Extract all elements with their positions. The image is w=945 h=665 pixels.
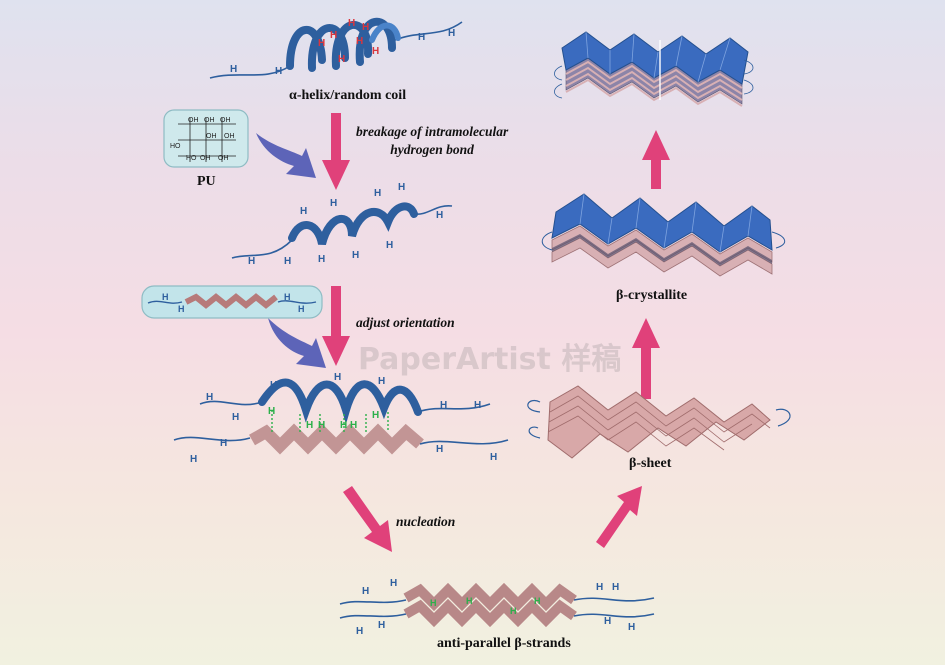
pink-arrows [322, 113, 670, 552]
svg-text:H: H [330, 30, 337, 41]
step-breakage-line1: breakage of intramolecular [356, 124, 509, 139]
svg-text:H: H [340, 420, 347, 431]
svg-text:H: H [390, 578, 397, 589]
svg-text:HO: HO [170, 143, 181, 150]
svg-text:H: H [466, 596, 473, 606]
svg-text:OH: OH [188, 117, 199, 124]
svg-text:H: H [372, 46, 379, 57]
svg-text:H: H [232, 412, 239, 423]
svg-text:H: H [534, 596, 541, 606]
svg-text:H: H [362, 586, 369, 597]
svg-text:H: H [275, 66, 282, 77]
svg-text:H: H [372, 410, 379, 421]
svg-text:OH: OH [220, 117, 231, 124]
svg-text:H: H [162, 292, 169, 302]
svg-text:H: H [418, 32, 425, 43]
svg-text:H: H [248, 256, 255, 267]
svg-text:H: H [430, 598, 437, 608]
svg-text:OH: OH [206, 133, 217, 140]
beta-sheet-illustration [527, 385, 791, 459]
svg-text:H: H [338, 54, 345, 65]
svg-text:H: H [612, 582, 619, 593]
svg-text:H: H [220, 438, 227, 449]
svg-text:H: H [268, 406, 275, 417]
svg-text:H: H [330, 198, 337, 209]
step-breakage-line2: hydrogen bond [390, 142, 474, 157]
svg-text:H: H [490, 452, 497, 463]
svg-text:OH: OH [224, 133, 235, 140]
svg-text:H: H [178, 304, 185, 314]
svg-text:H: H [334, 372, 341, 383]
purple-arrows [256, 133, 326, 368]
svg-text:H: H [230, 64, 237, 75]
svg-text:H: H [318, 38, 325, 49]
alpha-helix-label: α-helix/random coil [289, 88, 407, 103]
svg-text:H: H [306, 420, 313, 431]
svg-text:H: H [362, 22, 369, 33]
svg-text:H: H [448, 28, 455, 39]
svg-text:H: H [378, 376, 385, 387]
svg-text:H: H [300, 206, 307, 217]
step-adjust-orientation: adjust orientation [356, 315, 455, 330]
svg-text:H: H [348, 18, 355, 29]
svg-text:H: H [436, 444, 443, 455]
step-nucleation: nucleation [396, 514, 456, 529]
svg-text:HO: HO [186, 155, 197, 162]
beta-sheet-label: β-sheet [629, 456, 672, 471]
pu-label: PU [197, 174, 216, 189]
svg-text:H: H [356, 626, 363, 637]
svg-text:H: H [206, 392, 213, 403]
svg-text:H: H [378, 620, 385, 631]
svg-text:OH: OH [204, 117, 215, 124]
svg-text:OH: OH [200, 155, 211, 162]
svg-text:H: H [356, 36, 363, 47]
watermark: PaperArtist 样稿 [358, 342, 622, 377]
svg-text:H: H [374, 188, 381, 199]
svg-text:H: H [298, 304, 305, 314]
svg-text:H: H [440, 400, 447, 411]
svg-text:H: H [270, 380, 277, 391]
svg-text:H: H [596, 582, 603, 593]
svg-text:H: H [190, 454, 197, 465]
svg-text:H: H [284, 292, 291, 302]
beta-crystallite-illustration [541, 193, 786, 277]
svg-text:H: H [352, 250, 359, 261]
svg-text:H: H [386, 240, 393, 251]
svg-text:H: H [628, 622, 635, 633]
svg-text:OH: OH [218, 155, 229, 162]
svg-text:H: H [284, 256, 291, 267]
anti-parallel-label: anti-parallel β-strands [437, 636, 571, 651]
crystallite-stack-illustration [554, 31, 754, 107]
svg-text:H: H [436, 210, 443, 221]
step-breakage: breakage of intramolecular hydrogen bond [356, 123, 508, 159]
beta-crystallite-label: β-crystallite [616, 288, 688, 303]
svg-text:H: H [318, 420, 325, 431]
svg-text:H: H [474, 400, 481, 411]
svg-text:H: H [398, 182, 405, 193]
svg-text:H: H [510, 606, 517, 616]
svg-text:H: H [318, 254, 325, 265]
broken-helix-illustration: H H H H H H H H H H [231, 182, 453, 267]
svg-text:H: H [350, 420, 357, 431]
svg-text:H: H [604, 616, 611, 627]
